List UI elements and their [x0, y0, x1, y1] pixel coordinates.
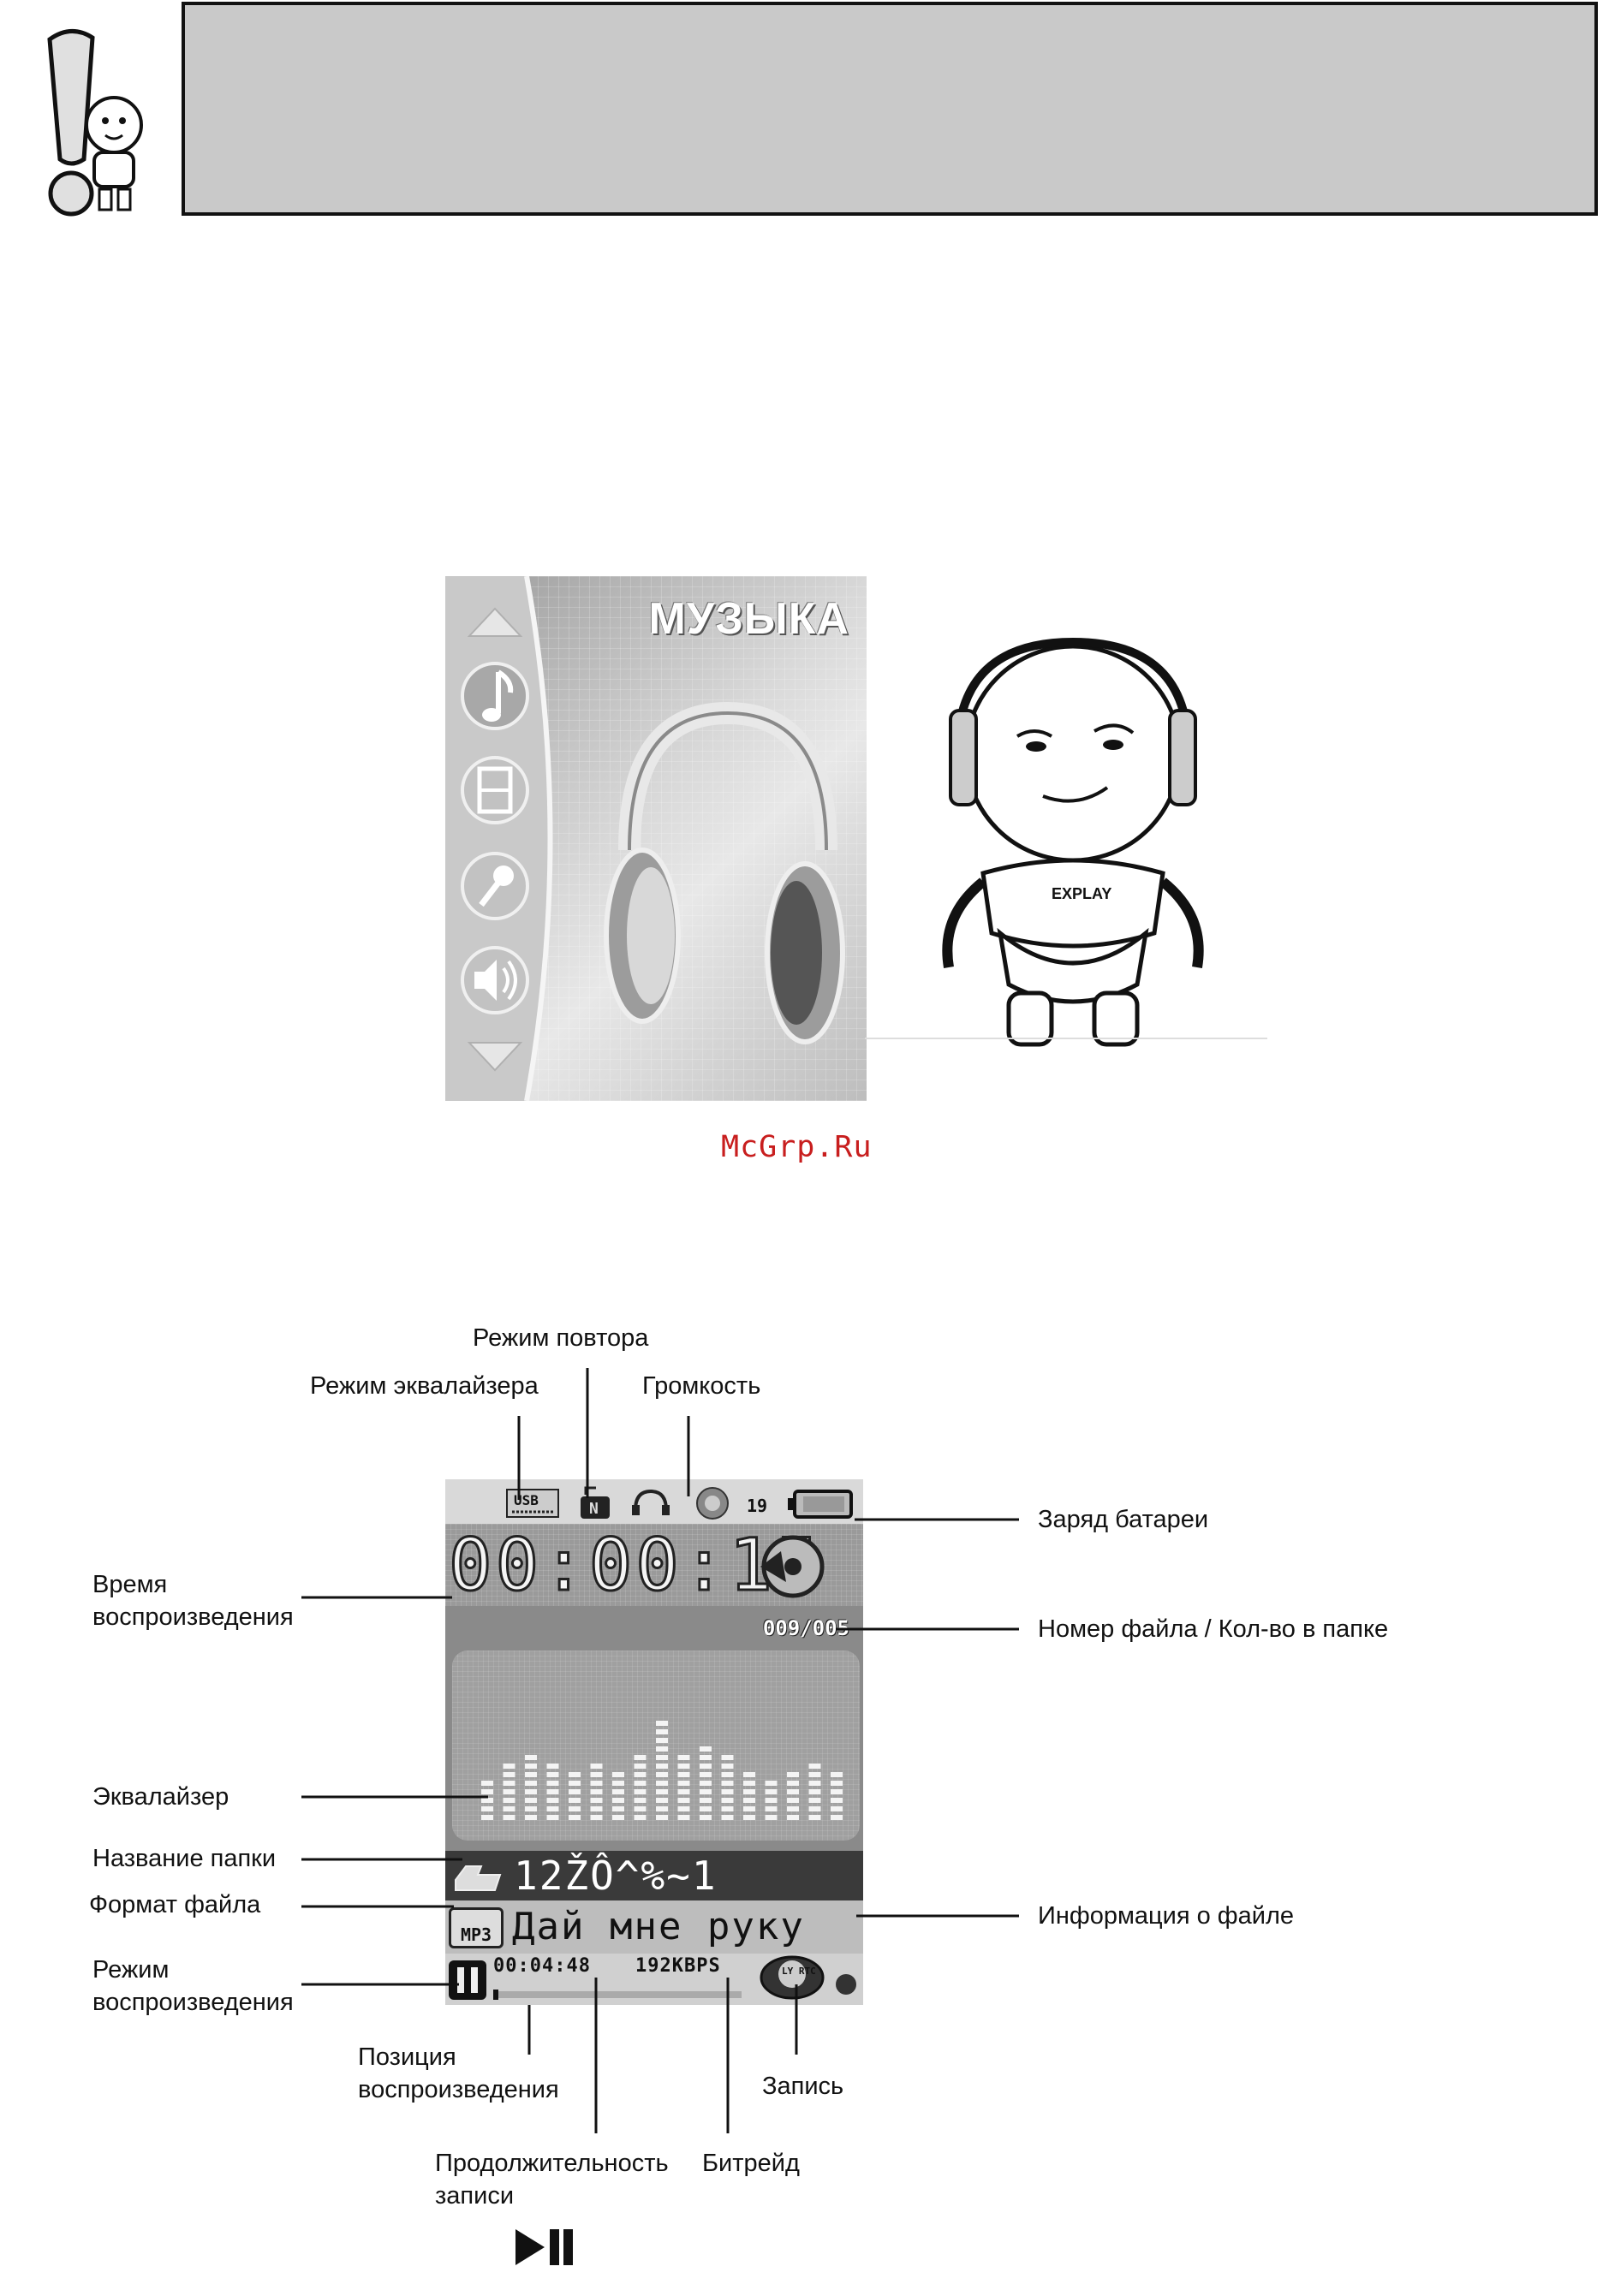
label-play-time-line2: воспроизведения — [92, 1603, 294, 1631]
equalizer-bar — [656, 1721, 668, 1820]
label-battery: Заряд батареи — [1038, 1506, 1209, 1533]
scroll-down-icon[interactable] — [467, 1042, 523, 1072]
speaker-icon[interactable] — [461, 946, 529, 1014]
label-equalizer: Эквалайзер — [92, 1783, 229, 1811]
music-menu-graphics — [445, 576, 845, 1101]
label-play-mode-line1: Режим — [92, 1956, 170, 1984]
microphone-icon[interactable] — [461, 852, 529, 920]
indicator-dot — [836, 1974, 856, 1995]
progress-track[interactable] — [493, 1991, 742, 1998]
pause-icon[interactable] — [449, 1960, 486, 2000]
floor-line — [865, 1038, 1267, 1039]
label-duration-line1: Продолжительность — [435, 2150, 669, 2177]
equalizer-bar — [569, 1772, 581, 1820]
header-banner — [182, 2, 1598, 216]
play-pause-icon — [515, 2229, 573, 2265]
label-play-time-line1: Время — [92, 1571, 168, 1598]
equalizer-bar — [721, 1755, 734, 1820]
disc-icon — [760, 1535, 825, 1598]
scroll-up-icon[interactable] — [467, 607, 523, 637]
player-screen: USB N 19 00:00:15 009/005 — [445, 1479, 863, 2005]
svg-text:EXPLAY: EXPLAY — [1052, 885, 1111, 902]
equalizer-bar — [503, 1764, 515, 1820]
label-play-mode-line2: воспроизведения — [92, 1989, 294, 2016]
record-icon[interactable]: LY RTC — [760, 1955, 825, 2000]
equalizer-bar — [787, 1772, 799, 1820]
equalizer-bar — [612, 1772, 624, 1820]
watermark-text: McGrp.Ru — [721, 1130, 873, 1164]
volume-knob-icon — [696, 1487, 729, 1520]
equalizer-bar — [831, 1772, 843, 1820]
play-time-display: 00:00:15 — [448, 1523, 823, 1608]
duration-display: 00:04:48 — [493, 1955, 591, 1977]
label-volume: Громкость — [642, 1372, 761, 1400]
label-file-info: Информация о файле — [1038, 1902, 1295, 1930]
file-info-text: Дай мне руку — [512, 1905, 805, 1948]
bitrate-display: 192KBPS — [635, 1955, 721, 1977]
file-counter: 009/005 — [762, 1616, 849, 1640]
folder-icon — [455, 1865, 502, 1891]
equalizer-bar — [808, 1764, 821, 1820]
label-record: Запись — [762, 2073, 844, 2100]
label-duration-line2: записи — [435, 2182, 515, 2210]
headphones-icon — [604, 701, 845, 1044]
equalizer-bar — [546, 1764, 559, 1820]
status-icons: USB N 19 — [506, 1486, 853, 1520]
equalizer-bar — [634, 1755, 647, 1820]
music-menu-title: МУЗЫКА — [648, 594, 849, 644]
equalizer-bar — [590, 1764, 603, 1820]
equalizer-bar — [700, 1746, 712, 1820]
equalizer-bar — [677, 1755, 690, 1820]
music-note-icon[interactable] — [461, 662, 529, 730]
folder-bar — [445, 1851, 863, 1900]
mascot-headphones-icon: EXPLAY — [942, 637, 1204, 1047]
equalizer-bar — [481, 1781, 493, 1820]
record-badge-text: LY RTC — [782, 1966, 816, 1977]
folder-name: 12ŽÔ^%~1 — [514, 1853, 718, 1899]
label-play-position-line1: Позиция — [358, 2043, 456, 2071]
label-file-format: Формат файла — [89, 1891, 261, 1918]
file-format-badge: MP3 — [449, 1907, 504, 1948]
label-folder-name: Название папки — [92, 1845, 277, 1872]
mascot-exclamation-icon — [47, 29, 143, 217]
equalizer-bars — [481, 1721, 843, 1820]
label-bitrate: Битрейд — [702, 2150, 800, 2177]
repeat-mode-icon: N — [581, 1486, 610, 1519]
video-film-icon[interactable] — [461, 756, 529, 824]
label-repeat-mode: Режим повтора — [473, 1324, 649, 1352]
label-eq-mode: Режим эквалайзера — [310, 1372, 539, 1400]
headphones-small-icon — [632, 1489, 670, 1515]
equalizer-bar — [765, 1781, 778, 1820]
equalizer-bar — [525, 1755, 537, 1820]
equalizer-mode-icon: USB — [506, 1489, 559, 1518]
label-file-number: Номер файла / Кол-во в папке — [1038, 1615, 1389, 1643]
bottom-icons: LY RTC — [449, 1955, 856, 2000]
progress-position-marker[interactable] — [493, 1990, 498, 2000]
repeat-badge-text: N — [589, 1500, 599, 1518]
music-menu-screen: МУЗЫКА — [445, 576, 867, 1101]
equalizer-bar — [743, 1772, 755, 1820]
battery-icon — [788, 1490, 853, 1519]
volume-value: 19 — [747, 1496, 767, 1516]
file-info-bar — [445, 1900, 863, 1954]
label-play-position-line2: воспроизведения — [358, 2076, 559, 2103]
